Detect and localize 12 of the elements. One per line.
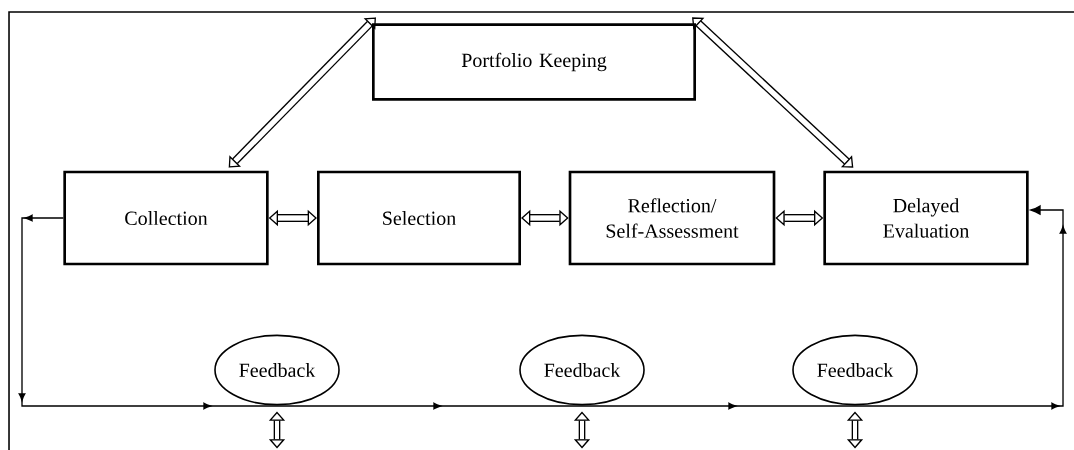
process-box: Reflection/ Self-Assessment	[568, 170, 776, 266]
double-arrow	[692, 17, 854, 168]
process-box: Selection	[317, 170, 521, 266]
process-box: Portfolio Keeping	[372, 23, 696, 101]
feedback-loop-arrow	[18, 205, 1067, 410]
double-arrow	[573, 411, 591, 449]
process-box: Delayed Evaluation	[823, 170, 1029, 266]
double-arrow	[228, 17, 376, 168]
double-arrow	[846, 411, 864, 449]
process-box: Collection	[63, 170, 269, 266]
double-arrow	[521, 209, 569, 227]
double-arrow	[268, 411, 286, 449]
